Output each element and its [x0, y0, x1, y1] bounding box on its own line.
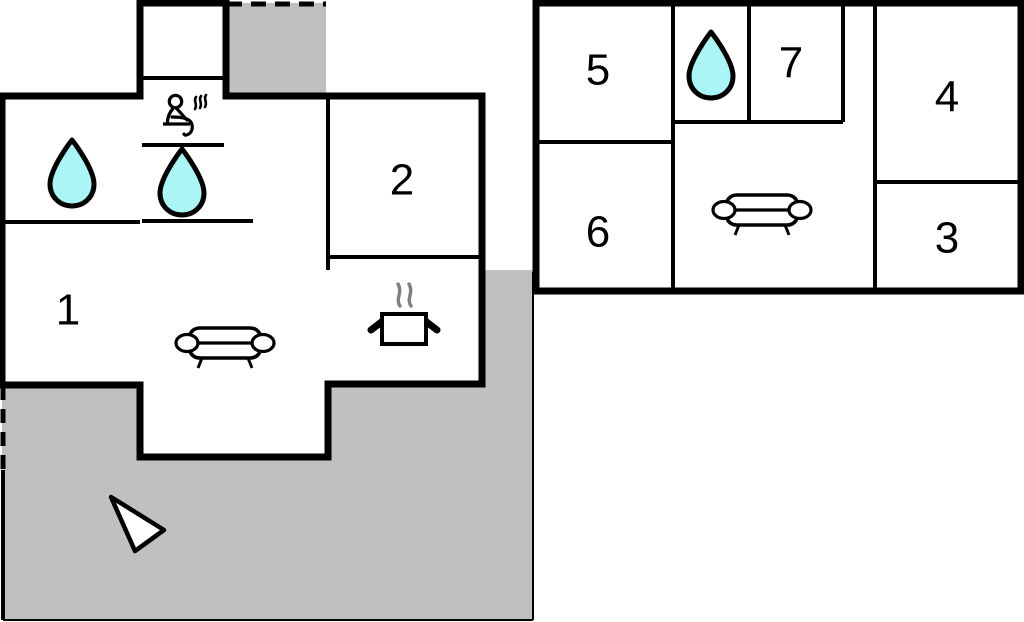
- terrace-upper: [227, 3, 326, 95]
- room-number-5: 5: [586, 46, 610, 95]
- room-number-7: 7: [779, 39, 803, 88]
- water-drop-icon: [47, 137, 97, 209]
- north-arrow-triangle: [108, 494, 167, 554]
- fill-upper-floor: [536, 3, 1021, 291]
- room-number-1: 1: [56, 286, 80, 335]
- upper-floor-outline: [532, 0, 1024, 295]
- sofa-icon: [711, 193, 813, 236]
- room-number-4: 4: [935, 73, 959, 122]
- upper-floor-interior-walls: [538, 5, 1019, 289]
- sofa-icon: [174, 326, 276, 369]
- ground-floor-interior-walls: [2, 76, 482, 270]
- compass-north-arrow: [108, 494, 167, 554]
- room-number-3: 3: [935, 214, 959, 263]
- sauna-icon: [163, 93, 208, 137]
- water-drop-icon: [686, 29, 736, 101]
- left-floor-plan: 1 2: [0, 0, 534, 621]
- water-drop-icon: [157, 146, 207, 218]
- cooking-pot-icon: [367, 282, 441, 346]
- room-number-6: 6: [586, 208, 610, 257]
- terrace-dashed-edges: [0, 1, 534, 621]
- room-number-2: 2: [390, 156, 414, 205]
- right-floor-plan: 5 6 7 4 3: [532, 0, 1024, 295]
- fill-central-wing: [140, 3, 226, 457]
- ground-floor-exterior-walls: [0, 0, 486, 461]
